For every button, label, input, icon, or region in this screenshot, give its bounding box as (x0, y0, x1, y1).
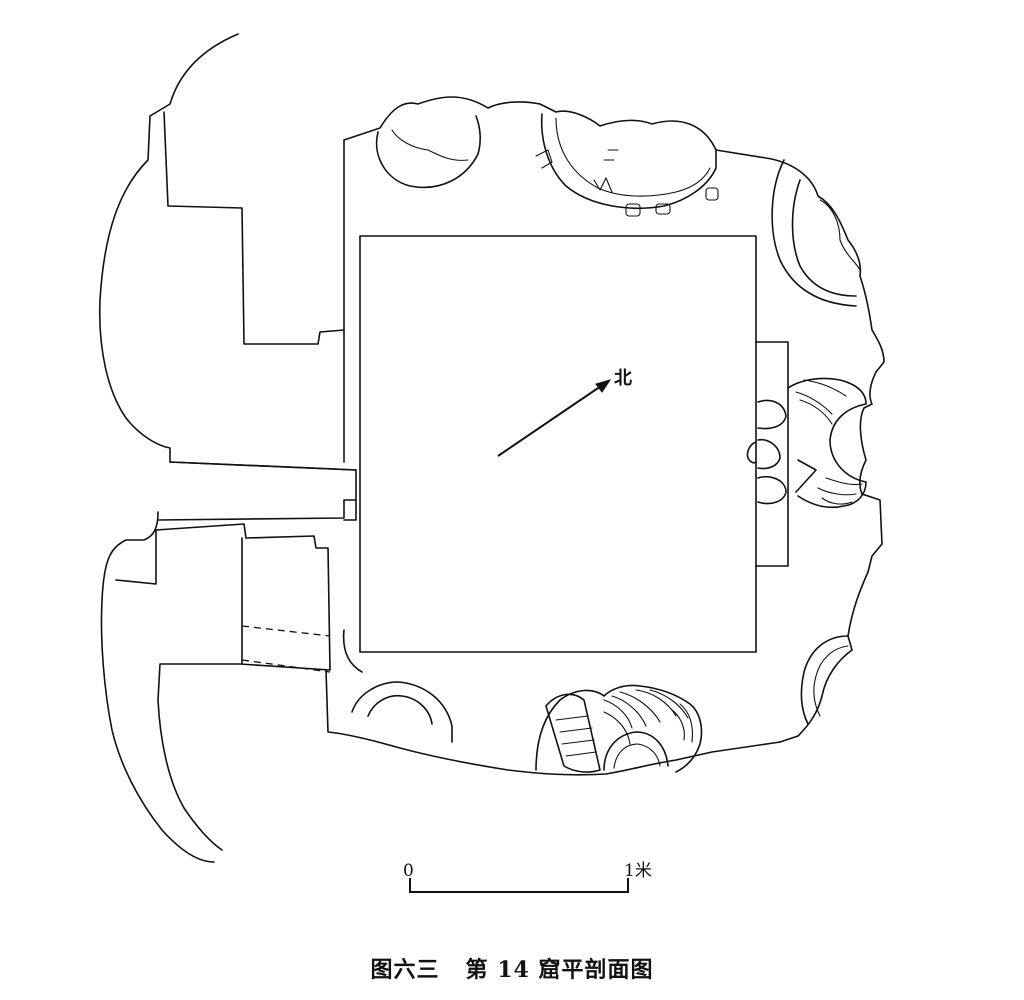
wall-lower-left-steps (115, 523, 331, 851)
niche-right-upper-inner (791, 179, 857, 297)
niche-right-lower-inner (813, 645, 849, 717)
niche-base-block-3 (705, 187, 719, 201)
entrance-corridor-upper (157, 461, 357, 521)
chamber-bottom-edge (325, 669, 781, 776)
niche-base-block-1 (625, 203, 641, 217)
niche-lower-left (351, 681, 453, 743)
entry-curve-lower (342, 629, 363, 673)
right-alcove-box (755, 341, 789, 567)
figure-side-detail (671, 703, 694, 743)
chamber-right-edge (779, 371, 883, 743)
scale-bar: 0 1米 (403, 861, 652, 893)
chamber-top-edge (343, 96, 885, 373)
niche-right-middle-detail-1 (795, 379, 847, 425)
scale-bar-start-label: 0 (403, 861, 414, 881)
dashed-line-lower (241, 659, 331, 673)
figure-lower-arch-inner (613, 743, 661, 769)
inner-chamber-square (359, 235, 757, 653)
north-label: 北 (614, 368, 632, 389)
right-wall-boss-2 (757, 438, 781, 470)
dashed-line-upper (241, 625, 331, 637)
figure-right-drapery (603, 689, 689, 745)
entrance-corridor-lower-wall (100, 511, 215, 863)
niche-right-lower (800, 635, 849, 725)
figure-remnant-upper (535, 149, 619, 193)
figure-left-column (545, 693, 601, 773)
niche-right-middle-detail-2 (817, 477, 863, 505)
niche-upper-middle-inner (555, 117, 711, 197)
niche-right-middle-spike (795, 459, 817, 493)
niche-right-upper-recess (819, 199, 861, 271)
north-arrow-shaft (497, 383, 605, 457)
right-wall-boss-1 (757, 399, 787, 430)
figure-left-column-detail (555, 715, 597, 757)
wall-upper-left-steps (163, 111, 345, 345)
niche-right-middle (787, 377, 867, 509)
scale-bar-end-label: 1米 (624, 861, 652, 881)
entry-curve-upper (343, 499, 357, 521)
figure-title: 第 14 窟平剖面图 (465, 957, 654, 983)
niche-lower-middle-outline (535, 684, 703, 773)
niche-upper-middle (540, 113, 717, 209)
niche-upper-left-detail (391, 129, 469, 161)
figure-number: 图六三 (370, 957, 440, 983)
right-wall-boss-4 (746, 441, 757, 464)
niche-lower-left-inner (367, 694, 433, 725)
right-wall-boss-3 (757, 476, 787, 505)
figure-lower-arch (603, 731, 669, 771)
niche-right-upper (771, 159, 857, 307)
rock-outline-upper-left (98, 33, 357, 471)
north-arrow-head (595, 379, 612, 393)
niche-upper-left (375, 115, 481, 189)
niche-base-block-2 (655, 203, 671, 215)
figure-caption: 图六三第 14 窟平剖面图 (0, 952, 1024, 984)
